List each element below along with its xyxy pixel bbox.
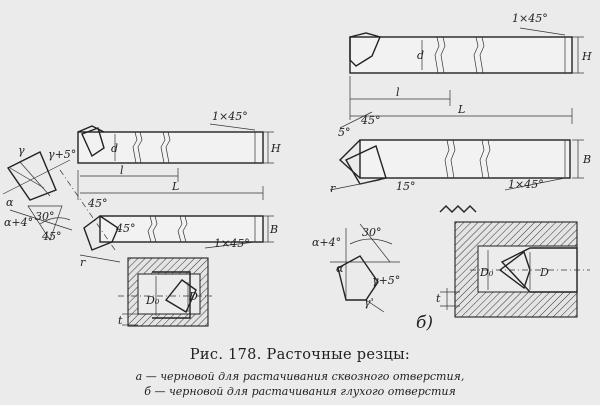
label-30-b: 30° [362,226,382,239]
label-45-b: 45° [360,114,381,127]
label-d-a: d [111,142,118,155]
cutter-a-side-view [79,215,274,263]
label-L-b: L [457,103,465,116]
label-30-a: 30° [35,210,55,223]
label-t-a: t [118,314,123,327]
cutter-b-bore-section [439,205,590,318]
label-B-a: B [269,223,278,236]
label-D0-b: D₀ [479,266,494,279]
label-15-b: 15° [396,180,416,193]
label-45-a-tip: 45° [41,230,62,243]
label-gamma-prime-b: γ' [364,296,374,309]
label-variant-b: б) [416,313,433,333]
label-chamfer-a-top: 1×45° [212,110,248,123]
cutter-b-length-dims [349,76,573,124]
label-D0-a: D₀ [145,294,160,307]
cutter-a-tip-view [2,151,116,251]
cutter-a-length-dims [77,168,264,200]
cutter-a-bore-section [118,257,212,327]
label-45-a-side: 45° [115,222,136,235]
label-5-b: 5° [338,126,351,139]
label-H-b: H [581,50,592,63]
label-alpha-plus4-b: α+4° [312,236,341,249]
cutter-b-tip-view [330,223,400,313]
label-alpha-b: α [336,262,344,275]
label-gamma-plus5-a: γ+5° [48,148,76,161]
label-d-b: d [417,49,424,62]
cutter-b-top-view [349,27,584,74]
label-chamfer-a-side: 1×45° [214,237,250,250]
label-alpha-a: α [6,196,14,209]
label-l-b: l [396,86,400,99]
label-chamfer-b-side: 1×45° [508,178,544,191]
label-r-b: r [330,182,336,195]
label-B-b: B [582,153,591,166]
cutter-b-side-view [329,111,584,191]
label-t-b: t [436,292,441,305]
cutter-a-top-view [77,123,274,164]
label-l-a: l [120,164,124,177]
cutter-b-group: 1×45° d H l L 45° 5° B 15° 1×45° r α+4° … [312,12,592,333]
label-H-a: H [270,142,281,155]
label-45-a-top: 45° [87,197,108,210]
label-alpha-plus4-a: α+4° [4,216,33,229]
figure-caption-line-a: а — черновой для растачивания сквозного … [135,370,465,383]
figure-title: Рис. 178. Расточные резцы: [189,347,411,363]
label-chamfer-b-top: 1×45° [512,12,548,25]
label-D-a: D [188,290,198,303]
label-gamma-a: γ [18,144,25,157]
label-gamma-plus5-b: γ+5° [372,274,400,287]
cutter-a-group: 1×45° d H l L B 1×45° 45° 45° γ+5° γ α α… [2,110,281,327]
figure-caption-line-b: б — черновой для растачивания глухого от… [144,385,456,398]
label-L-a: L [171,180,179,193]
label-r-a: r [80,256,86,269]
label-D-b: D [539,266,549,279]
